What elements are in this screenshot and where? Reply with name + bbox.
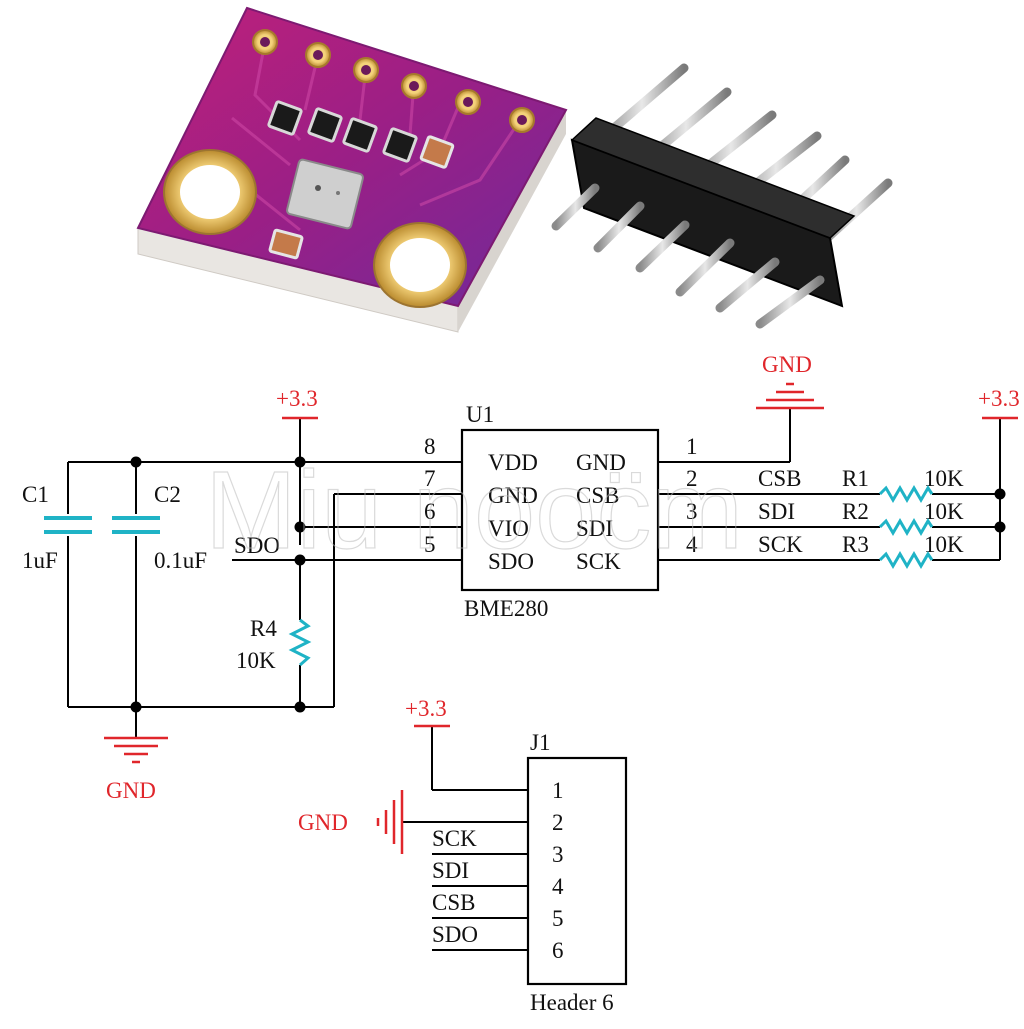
j1-pin-number: 2: [552, 810, 564, 835]
resistor-zigzag: [878, 551, 934, 569]
u1-pin-name: GND: [576, 450, 626, 475]
resistor-value: 10K: [924, 466, 964, 491]
schematic-wires: [67, 408, 1001, 951]
capacitor-c2: C2 0.1uF: [112, 482, 207, 573]
mounting-hole-left: [163, 149, 257, 235]
j1-ref: J1: [530, 730, 550, 755]
resistor-ref: R2: [842, 499, 869, 524]
u1-pin-name: VDD: [488, 450, 538, 475]
u1-pin-number: 3: [686, 499, 698, 524]
resistor-r4: R4 10K: [236, 616, 312, 673]
ground-symbol-bottom: GND: [104, 736, 168, 803]
capacitor-c1: C1 1uF: [22, 482, 92, 573]
sdo-net-label: SDO: [234, 533, 280, 558]
vcc-label: +3.3: [978, 386, 1020, 411]
u1-ref: U1: [466, 402, 494, 427]
resistor-ref: R1: [842, 466, 869, 491]
bme280-sensor-chip: [286, 158, 364, 230]
u1-pin-number: 7: [424, 466, 436, 491]
c1-ref: C1: [22, 482, 49, 507]
mounting-hole-right: [373, 222, 467, 308]
c1-value: 1uF: [22, 548, 58, 573]
u1-pin-name: GND: [488, 483, 538, 508]
u1-pin-number: 8: [424, 434, 436, 459]
u1-pin-name: SCK: [576, 549, 621, 574]
resistor-zigzag: [878, 485, 934, 503]
resistor-value: 10K: [924, 499, 964, 524]
resistor-value: 10K: [924, 532, 964, 557]
j1-net-labels: SCK SDI CSB SDO: [432, 826, 478, 947]
j1-net-label: SDI: [432, 858, 469, 883]
ground-symbol-top: GND: [756, 352, 824, 410]
u1-pin-name: CSB: [576, 483, 619, 508]
junction-dot: [294, 701, 306, 713]
junction-dots: [130, 456, 1006, 713]
j1-part-name: Header 6: [530, 990, 614, 1015]
junction-dot: [130, 701, 142, 713]
ground-symbol-header: GND: [298, 790, 404, 854]
j1-pin-numbers: 1 2 3 4 5 6: [552, 778, 564, 963]
pullup-resistor-group: CSB R1 10K SDI R2 10K SCK R3 10K: [758, 466, 964, 569]
gnd-label: GND: [298, 810, 348, 835]
smd-resistors: [267, 100, 418, 163]
net-label: CSB: [758, 466, 801, 491]
j1-pin-number: 4: [552, 874, 564, 899]
u1-pin-number: 2: [686, 466, 698, 491]
c2-value: 0.1uF: [154, 548, 207, 573]
u1-pin-number: 1: [686, 434, 698, 459]
j1-body: [526, 756, 628, 986]
junction-dot: [994, 521, 1006, 533]
u1-part-name: BME280: [464, 596, 548, 621]
c2-ref: C2: [154, 482, 181, 507]
j1-net-label: SCK: [432, 826, 477, 851]
power-symbol-vcc-right: +3.3: [978, 386, 1020, 420]
u1-pin-name: SDI: [576, 516, 613, 541]
header-pins-bottom: [551, 183, 825, 329]
j1-net-label: SDO: [432, 922, 478, 947]
u1-pin-number: 6: [424, 499, 436, 524]
j1-pin-number: 3: [552, 842, 564, 867]
power-symbol-vcc-header: +3.3: [405, 696, 450, 728]
j1-header-symbol: J1 Header 6 1 2 3 4 5 6 SCK SDI CSB SDO: [432, 730, 628, 1015]
vcc-label: +3.3: [405, 696, 447, 721]
bme280-breakout-board: [136, 6, 568, 333]
net-label: SCK: [758, 532, 803, 557]
junction-dot: [130, 456, 142, 468]
junction-dot: [994, 488, 1006, 500]
u1-pin-number: 5: [424, 532, 436, 557]
watermark: Miu nooc̈m: [205, 449, 743, 572]
smd-capacitors: [268, 135, 455, 260]
power-symbol-vcc-left: +3.3: [276, 386, 318, 420]
vcc-label: +3.3: [276, 386, 318, 411]
resistor-zigzag: [878, 518, 934, 536]
j1-net-label: CSB: [432, 890, 475, 915]
junction-dot: [294, 521, 306, 533]
j1-pin-number: 5: [552, 906, 564, 931]
r4-ref: R4: [250, 616, 277, 641]
net-label: SDI: [758, 499, 795, 524]
j1-pin-number: 1: [552, 778, 564, 803]
r4-value: 10K: [236, 648, 276, 673]
gnd-label: GND: [762, 352, 812, 377]
junction-dot: [294, 554, 306, 566]
resistor-ref: R3: [842, 532, 869, 557]
u1-pin-name: SDO: [488, 549, 534, 574]
header-pad-row: [252, 29, 535, 133]
u1-pin-number: 4: [686, 532, 698, 557]
pin-header-6: [551, 63, 893, 329]
u1-body: [460, 428, 660, 592]
u1-pin-name: VIO: [488, 516, 529, 541]
junction-dot: [294, 456, 306, 468]
j1-pin-number: 6: [552, 938, 564, 963]
gnd-label: GND: [106, 778, 156, 803]
